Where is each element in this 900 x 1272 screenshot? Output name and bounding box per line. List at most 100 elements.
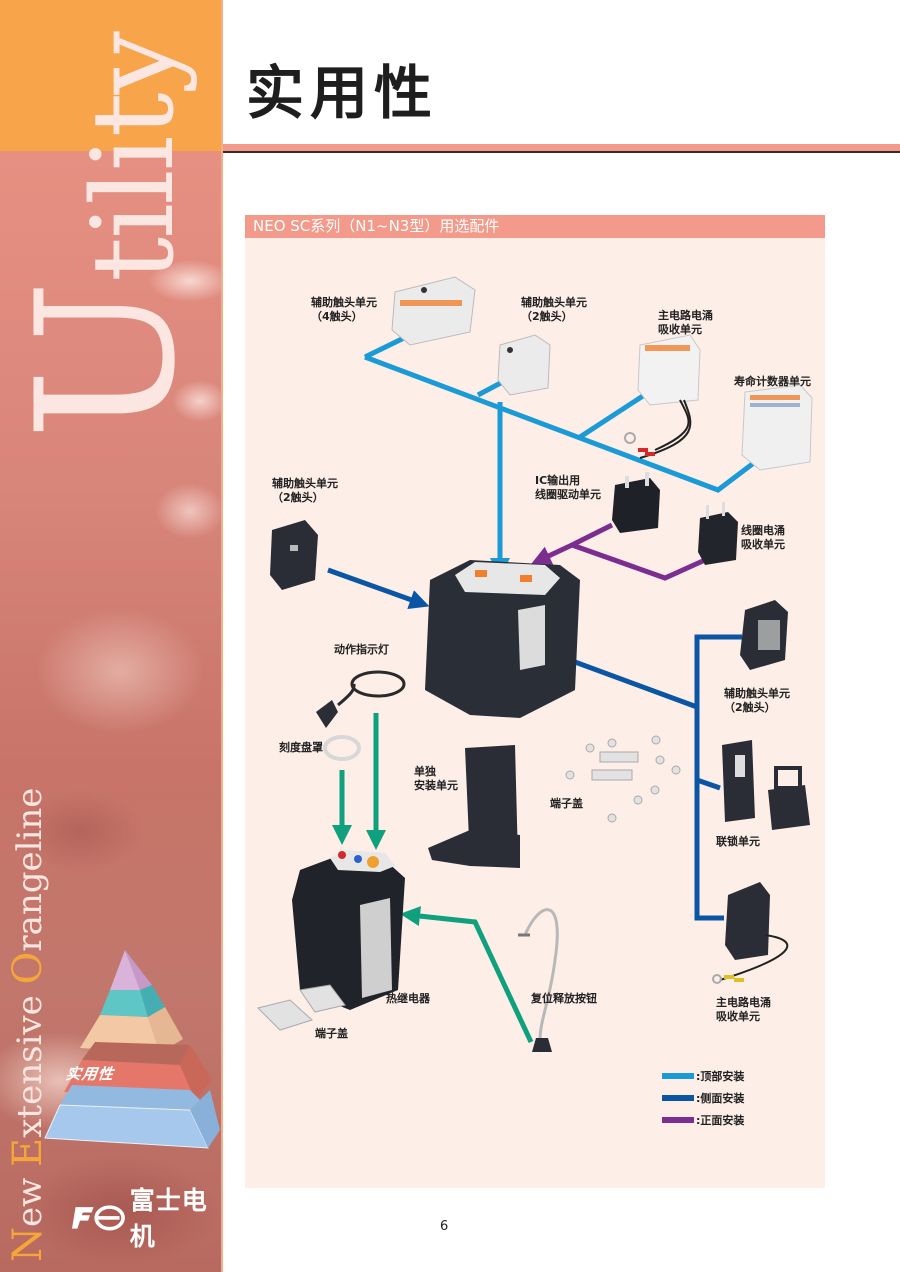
- label-main-surge-bottom: 主电路电涌 吸收单元: [716, 996, 771, 1024]
- legend-item-front-mount: :正面安装: [662, 1112, 744, 1128]
- legend-swatch-top: [662, 1073, 694, 1079]
- label-line: 端子盖: [315, 1027, 348, 1040]
- label-line: 联锁单元: [716, 835, 760, 848]
- page-number: 6: [440, 1219, 449, 1234]
- label-line: 线圈电涌: [741, 524, 785, 537]
- pyramid-base-side: [190, 1090, 220, 1148]
- label-coil-surge: 线圈电涌 吸收单元: [741, 524, 785, 552]
- main-surge-top-illustration: [624, 334, 701, 459]
- label-line: 辅助触头单元: [521, 296, 587, 309]
- connector-top-surge: [578, 387, 654, 440]
- label-line: 动作指示灯: [334, 643, 389, 656]
- label-ic-coil-drive: IC输出用 线圈驱动单元: [535, 474, 601, 502]
- label-line: 主电路电涌: [658, 309, 713, 322]
- label-terminal-cover-low: 端子盖: [315, 1027, 348, 1041]
- label-line: IC输出用: [535, 474, 581, 487]
- terminal-cover-low-illustration: [257, 984, 346, 1031]
- fe-logo-mark-icon: [72, 1205, 125, 1231]
- ic-coil-drive-illustration: [612, 472, 660, 533]
- panel-header: NEO SC系列（N1~N3型）用选配件: [245, 215, 825, 238]
- label-main-surge-top: 主电路电涌 吸收单元: [658, 309, 713, 337]
- standalone-mount-illustration: [428, 745, 520, 868]
- sidebar: Utility New Extensive Orangeline 实用性 富士电…: [0, 0, 223, 1272]
- connector-top-trunk: [364, 354, 757, 493]
- pyramid-tier-teal: [100, 990, 148, 1017]
- label-indicator-lamp: 动作指示灯: [334, 643, 389, 657]
- pyramid-tier-purple: [110, 950, 140, 990]
- logo-company-name: 富士电机: [129, 1186, 208, 1251]
- legend-swatch-front: [662, 1117, 694, 1123]
- legend-label: :正面安装: [696, 1114, 745, 1127]
- connector-side-right: [546, 649, 698, 710]
- pyramid-tier-highlight-top: [82, 1042, 190, 1065]
- label-line: 吸收单元: [741, 538, 785, 551]
- legend-label: :侧面安装: [696, 1092, 745, 1105]
- label-line: 寿命计数器单元: [734, 375, 811, 388]
- label-line: 单独: [414, 765, 436, 778]
- label-line: （4触头）: [311, 310, 363, 323]
- sidebar-orange-block: [0, 0, 223, 151]
- connector-reset: [400, 906, 534, 1044]
- legend-label: :顶部安装: [696, 1070, 745, 1083]
- aux-contact-2-right-illustration: [740, 600, 788, 670]
- title-rule-dark: [223, 151, 900, 153]
- pyramid-graphic: [44, 950, 220, 1149]
- coil-surge-illustration: [698, 502, 738, 565]
- label-standalone-mount: 单独 安装单元: [414, 765, 458, 793]
- reset-release-illustration: [518, 908, 559, 1052]
- dial-cover-illustration: [323, 735, 361, 761]
- label-line: 端子盖: [550, 797, 583, 810]
- page-title: 实用性: [246, 59, 439, 127]
- label-dial-cover: 刻度盘罩: [279, 741, 323, 755]
- pyramid-tier-peach-side: [148, 1007, 183, 1053]
- label-line: （2触头）: [272, 491, 324, 504]
- indicator-lamp-illustration: [316, 670, 406, 728]
- connector-side-mount: [327, 567, 742, 921]
- title-rule-accent: [223, 144, 900, 151]
- label-line: （2触头）: [521, 310, 573, 323]
- label-aux-contact-2-top: 辅助触头单元 （2触头）: [521, 296, 587, 324]
- label-line: 刻度盘罩: [279, 741, 323, 754]
- label-line: （2触头）: [724, 701, 776, 714]
- fuji-electric-logo: 富士电机: [72, 1186, 223, 1251]
- legend-item-side-mount: :侧面安装: [662, 1090, 744, 1106]
- pyramid-tier-purple-side: [125, 950, 152, 990]
- pyramid-base-top: [60, 1085, 210, 1110]
- terminal-cover-mid-illustration: [565, 735, 681, 823]
- label-aux-contact-4: 辅助触头单元 （4触头）: [311, 296, 377, 324]
- label-line: 吸收单元: [716, 1010, 760, 1023]
- label-line: 吸收单元: [658, 323, 702, 336]
- label-reset-release: 复位释放按钮: [531, 992, 597, 1006]
- label-line: 辅助触头单元: [724, 687, 790, 700]
- interlock-illustration: [722, 740, 810, 830]
- panel-title: NEO SC系列（N1~N3型）用选配件: [253, 217, 500, 235]
- life-counter-illustration: [741, 384, 813, 471]
- label-line: 辅助触头单元: [272, 477, 338, 490]
- legend-item-top-mount: :顶部安装: [662, 1068, 744, 1084]
- label-interlock: 联锁单元: [716, 835, 760, 849]
- sidebar-edge: [221, 0, 223, 1272]
- connector-front-mount: [530, 522, 707, 581]
- label-line: 线圈驱动单元: [535, 488, 601, 501]
- label-thermal-relay: 热继电器: [386, 992, 430, 1006]
- connector-side-trunk: [694, 634, 742, 921]
- connector-overload: [332, 713, 534, 1044]
- contactor-illustration: [425, 560, 580, 718]
- label-aux-contact-2-right: 辅助触头单元 （2触头）: [724, 687, 790, 715]
- thermal-relay-illustration: [292, 850, 405, 1010]
- label-line: 热继电器: [386, 992, 430, 1005]
- connector-side-interlock: [696, 777, 721, 791]
- legend-swatch-side: [662, 1095, 694, 1101]
- label-line: 主电路电涌: [716, 996, 771, 1009]
- label-line: 辅助触头单元: [311, 296, 377, 309]
- aux-contact-2-left-illustration: [270, 520, 318, 590]
- label-life-counter: 寿命计数器单元: [734, 375, 811, 389]
- connector-side-left: [327, 567, 430, 610]
- pyramid-tier-highlight-side: [180, 1045, 212, 1100]
- label-aux-contact-2-left: 辅助触头单元 （2触头）: [272, 477, 338, 505]
- aux-contact-4-illustration: [391, 276, 476, 346]
- connector-front-coil: [571, 542, 707, 581]
- label-line: 复位释放按钮: [531, 992, 597, 1005]
- label-line: 安装单元: [414, 779, 458, 792]
